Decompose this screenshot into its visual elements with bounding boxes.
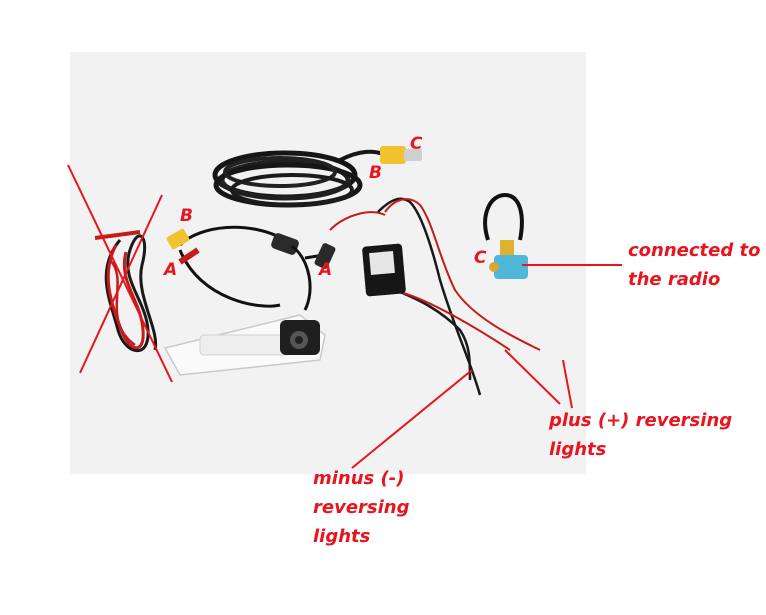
dc-connector-a-right [314,243,336,269]
dc-connector-a [271,233,299,255]
cross-out-line [67,164,173,383]
rca-connector-c-top [380,146,406,164]
label-c-top: C [410,134,423,154]
pointer-minus [351,369,473,469]
annotation-minus-line1: minus (-) [313,468,405,489]
pointer-plus [504,349,561,405]
annotation-minus-line2: reversing [313,497,410,518]
label-a-left: A [164,260,178,280]
rca-connector-b-left [166,228,190,250]
annotation-plus-line1: plus (+) reversing [549,410,733,431]
rca-adapter [483,192,528,279]
relay-box [329,197,541,396]
camera-housing [163,314,326,376]
annotation-minus-line3: lights [313,526,371,547]
camera-harness [166,225,336,311]
pointer-plus [562,359,573,409]
label-b-top: B [369,163,382,183]
label-c-right: C [474,248,487,268]
annotation-plus: plus (+) reversing lights [549,406,732,464]
annotation-radio: connected to the radio [628,236,760,294]
annotation-minus: minus (-) reversing lights [313,464,410,551]
label-b-left: B [180,206,193,226]
rca-adapter-blue [494,255,528,279]
annotation-radio-line1: connected to [628,240,761,261]
annotation-plus-line2: lights [549,439,607,460]
extension-cable-coil [212,146,422,208]
annotation-radio-line2: the radio [628,269,721,290]
label-a-right: A [319,260,333,280]
cross-out-line [79,194,163,374]
